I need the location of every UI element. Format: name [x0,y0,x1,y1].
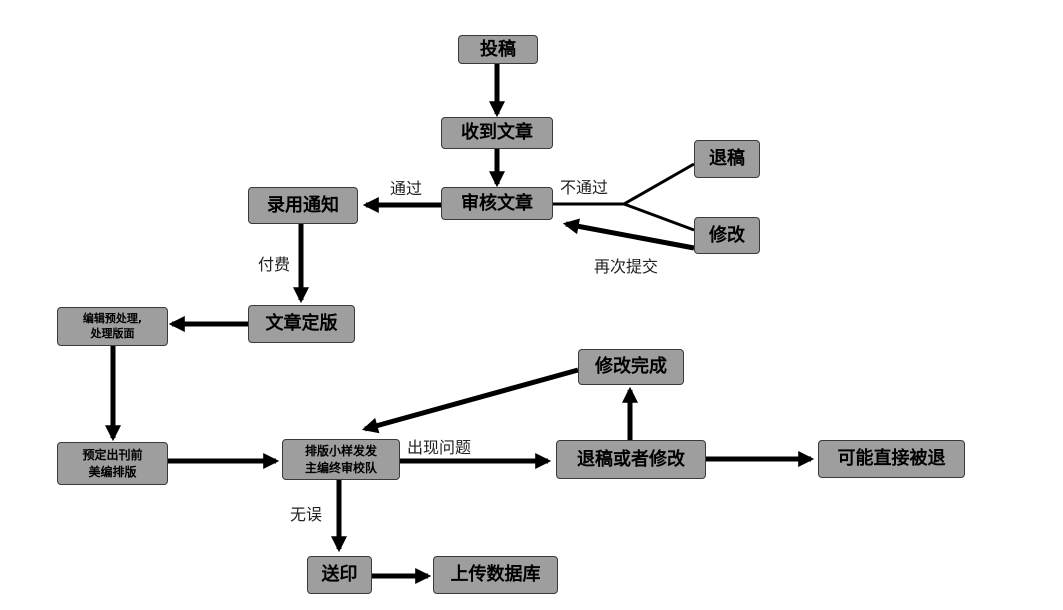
line-fork-to-modify [623,202,695,232]
node-review: 审核文章 [441,187,553,220]
node-accept-notice: 录用通知 [248,187,358,224]
node-proof-review: 排版小样发发 主编终审校队 [282,439,400,480]
node-received: 收到文章 [441,117,553,149]
node-finalize: 文章定版 [248,305,355,343]
label-resubmit: 再次提交 [594,257,659,276]
node-print: 送印 [307,556,372,594]
label-problem: 出现问题 [407,438,472,457]
label-pay: 付费 [258,255,291,274]
label-pass: 通过 [390,179,423,198]
node-preprocess: 编辑预处理, 处理版面 [57,307,168,346]
arrow-done-to-proof [361,367,579,434]
node-reject: 退稿 [694,140,760,178]
arrow-modify-to-review [562,218,695,251]
node-modify: 修改 [694,217,760,254]
node-possible-reject: 可能直接被退 [818,440,965,478]
node-reject-or-modify: 退稿或者修改 [556,440,706,479]
node-modify-done: 修改完成 [578,349,684,385]
label-no-error: 无误 [290,505,323,524]
node-pre-layout: 预定出刊前 美编排版 [57,442,168,485]
node-upload-db: 上传数据库 [433,556,558,594]
node-submit: 投稿 [458,35,538,64]
label-fail: 不通过 [560,178,609,197]
line-fork-to-reject [623,162,695,206]
